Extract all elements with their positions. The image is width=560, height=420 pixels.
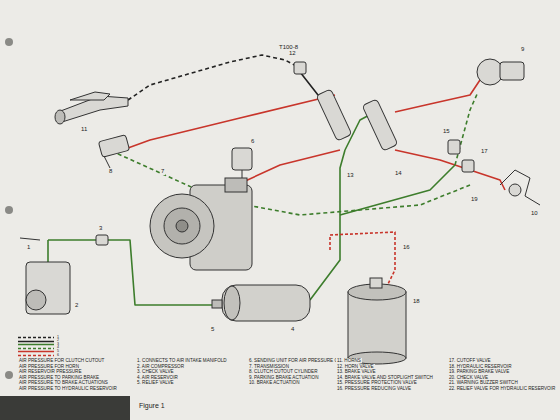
- parts-list-item: 2. AIR COMPRESSOR: [136, 364, 185, 369]
- parts-list-item: 13. BRAKE VALVE: [336, 369, 377, 374]
- callout-number: 5: [210, 326, 215, 333]
- callout-number: 11: [80, 126, 88, 133]
- callout-number: 10: [530, 210, 539, 217]
- sending-unit: [232, 148, 252, 180]
- legend-swatch: [18, 354, 54, 357]
- callout-number: 12: [288, 50, 297, 57]
- callout-number: 19: [470, 196, 479, 203]
- horns: [55, 92, 128, 124]
- binder-cover: [0, 396, 130, 420]
- hydraulic-red-dashed-line: [330, 232, 395, 290]
- binder-hole: [5, 38, 13, 46]
- legend-line-sample: [18, 337, 54, 339]
- check-valve: [96, 235, 108, 245]
- callout-number: 16: [402, 244, 411, 251]
- parts-list-item: 7. TRANSMISSION: [248, 364, 290, 369]
- legend-swatch: [18, 350, 54, 353]
- horn-valve: [294, 62, 306, 74]
- binder-hole: [5, 371, 13, 379]
- brake-red-line: [395, 80, 480, 112]
- legend-line-sample: [18, 351, 54, 353]
- clutch-red-line: [128, 95, 335, 148]
- parts-list-item: 1. CONNECTS TO AIR INTAKE MANIFOLD: [136, 358, 228, 363]
- parts-list-item: 19. PARKING BRAKE VALVE: [448, 369, 510, 374]
- callout-number: 14: [394, 170, 403, 177]
- clutch-cutout-cylinder: [98, 135, 129, 172]
- horn-line: [128, 55, 300, 100]
- legend-swatch: [18, 336, 54, 339]
- air-reservoir: [212, 285, 310, 321]
- parts-list-item: 8. CLUTCH CUTOUT CYLINDER: [248, 369, 319, 374]
- callout-number: 4: [290, 326, 295, 333]
- reservoir-green-line: [340, 165, 455, 215]
- pressure-valves: [448, 140, 474, 172]
- air-lines: [48, 55, 505, 305]
- legend-text: AIR RESERVOIR PRESSURE: [18, 369, 82, 374]
- callout-number: 3: [98, 225, 103, 232]
- transmission: [150, 178, 252, 270]
- legend-line-sample: [18, 340, 54, 342]
- callout-number: 1: [26, 244, 31, 251]
- legend-line-number: 6: [56, 354, 60, 358]
- legend-text: AIR PRESSURE FOR CLUTCH CUTOUT: [18, 358, 105, 363]
- parts-list-item: 22. RELIEF VALVE FOR HYDRAULIC RESERVOIR: [448, 386, 556, 391]
- compressor-green-line: [47, 240, 49, 262]
- callout-number: 8: [108, 168, 113, 175]
- parts: [20, 59, 540, 364]
- legend-text: AIR PRESSURE TO PARKING BRAKE: [18, 375, 100, 380]
- callout-number: 7: [160, 168, 165, 175]
- parts-list-item: 16. PRESSURE REDUCING VALVE: [336, 386, 412, 391]
- parts-list-item: 14. BRAKE VALVE AND STOPLIGHT SWITCH: [336, 375, 434, 380]
- parts-list-item: 12. HORN VALVE: [336, 364, 375, 369]
- brake-actuation: [500, 170, 540, 205]
- parts-list-item: 3. CHECK VALVE: [136, 369, 175, 374]
- parts-list-item: 9. PARKING BRAKE ACTUATION: [248, 375, 320, 380]
- parts-list-item: 17. CUTOFF VALVE: [448, 358, 492, 363]
- callout-number: 9: [520, 46, 525, 53]
- legend-swatch: [18, 347, 54, 350]
- legend-text: AIR PRESSURE FOR HORN: [18, 364, 80, 369]
- parts-list-item: 21. WARNING BUZZER SWITCH: [448, 380, 519, 385]
- callout-number: 17: [480, 148, 489, 155]
- legend-text: AIR PRESSURE TO BRAKE ACTUATIONS: [18, 380, 109, 385]
- callout-number: 2: [74, 302, 79, 309]
- hydraulic-reservoir: [348, 278, 406, 364]
- parking-brake-actuation: [477, 59, 524, 85]
- callout-number: 13: [346, 172, 355, 179]
- callout-number: 18: [412, 298, 421, 305]
- brake-valves: [316, 89, 398, 151]
- figure-caption: Figure 1: [138, 402, 166, 410]
- callout-number: 6: [250, 138, 255, 145]
- parts-list-item: 18. HYDRAULIC RESERVOIR: [448, 364, 512, 369]
- parts-list-item: 5. RELIEF VALVE: [136, 380, 175, 385]
- legend-swatch: [18, 343, 54, 346]
- parts-list-item: 4. AIR RESERVOIR: [136, 375, 179, 380]
- legend-line-sample: [18, 344, 54, 346]
- reservoir-green-line: [310, 150, 345, 300]
- air-compressor: [20, 238, 70, 314]
- legend-line-sample: [18, 347, 54, 349]
- parts-list-item: 15. PRESSURE PROTECTION VALVE: [336, 380, 418, 385]
- binder-hole: [5, 206, 13, 214]
- legend-swatch: [18, 340, 54, 343]
- legend-text: AIR PRESSURE TO HYDRAULIC RESERVOIR: [18, 386, 118, 391]
- parts-list-item: 20. CHECK VALVE: [448, 375, 489, 380]
- parts-list-item: 10. BRAKE ACTUATION: [248, 380, 300, 385]
- callout-number: 15: [442, 128, 451, 135]
- legend-line-sample: [18, 355, 54, 357]
- parts-list-item: 11. HORNS: [336, 358, 362, 363]
